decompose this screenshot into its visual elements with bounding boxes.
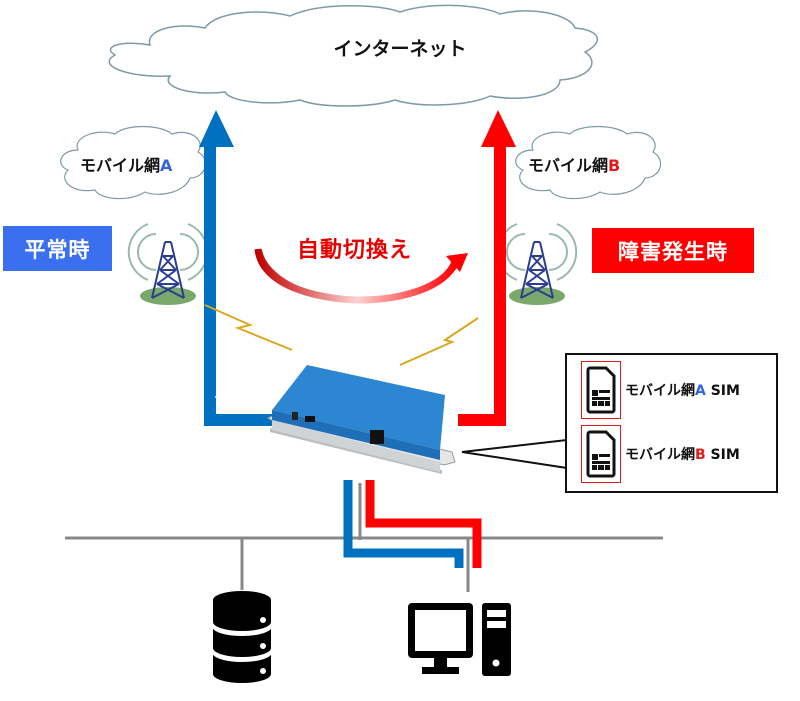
mobile-network-b-label: モバイル網B [528, 152, 620, 176]
database-icon [212, 591, 272, 683]
sim-a-label: モバイル網A SIM [625, 380, 740, 400]
sim-a-prefix: モバイル網 [625, 383, 695, 399]
mobile-network-b-suffix: B [608, 156, 621, 175]
auto-switch-arrow [254, 248, 468, 304]
sim-b-tail: SIM [705, 447, 740, 463]
sim-b-label: モバイル網B SIM [625, 444, 740, 464]
wireless-signal-a-icon [204, 304, 293, 351]
sim-a-tail: SIM [705, 383, 740, 399]
sim-item-a: モバイル網A SIM [581, 361, 740, 419]
wireless-signal-b-icon [399, 317, 479, 366]
normal-mode-badge: 平常時 [3, 226, 112, 271]
sim-item-b: モバイル網B SIM [581, 425, 740, 483]
failure-mode-badge: 障害発生時 [592, 228, 754, 273]
sim-b-prefix: モバイル網 [625, 447, 695, 463]
desktop-pc-icon [408, 603, 511, 676]
sim-card-a-icon [581, 361, 621, 419]
sim-callout-box: モバイル網A SIM モバイル網B SIM [565, 353, 778, 493]
internet-cloud [108, 4, 598, 107]
internet-label: インターネット [333, 38, 467, 60]
mobile-network-b-cloud [515, 125, 662, 200]
router-device-icon: SE [211, 365, 456, 474]
sim-a-suffix: A [695, 383, 706, 399]
svg-text:SE: SE [211, 380, 250, 407]
lan-normal-path [343, 480, 464, 568]
normal-path-arrow [199, 110, 280, 426]
lan-failure-path [365, 480, 482, 568]
mobile-network-a-prefix: モバイル網 [80, 156, 161, 175]
mobile-network-a-cloud [60, 125, 207, 200]
auto-switch-label: 自動切換え [297, 238, 413, 263]
mobile-network-a-suffix: A [160, 156, 173, 175]
failure-path-arrow [458, 110, 516, 426]
mobile-network-b-prefix: モバイル網 [528, 156, 609, 175]
mobile-network-a-label: モバイル網A [80, 152, 172, 176]
sim-b-suffix: B [695, 447, 706, 463]
cell-tower-a-icon [127, 223, 209, 305]
sim-card-b-icon [581, 425, 621, 483]
cell-tower-b-icon [496, 223, 578, 305]
